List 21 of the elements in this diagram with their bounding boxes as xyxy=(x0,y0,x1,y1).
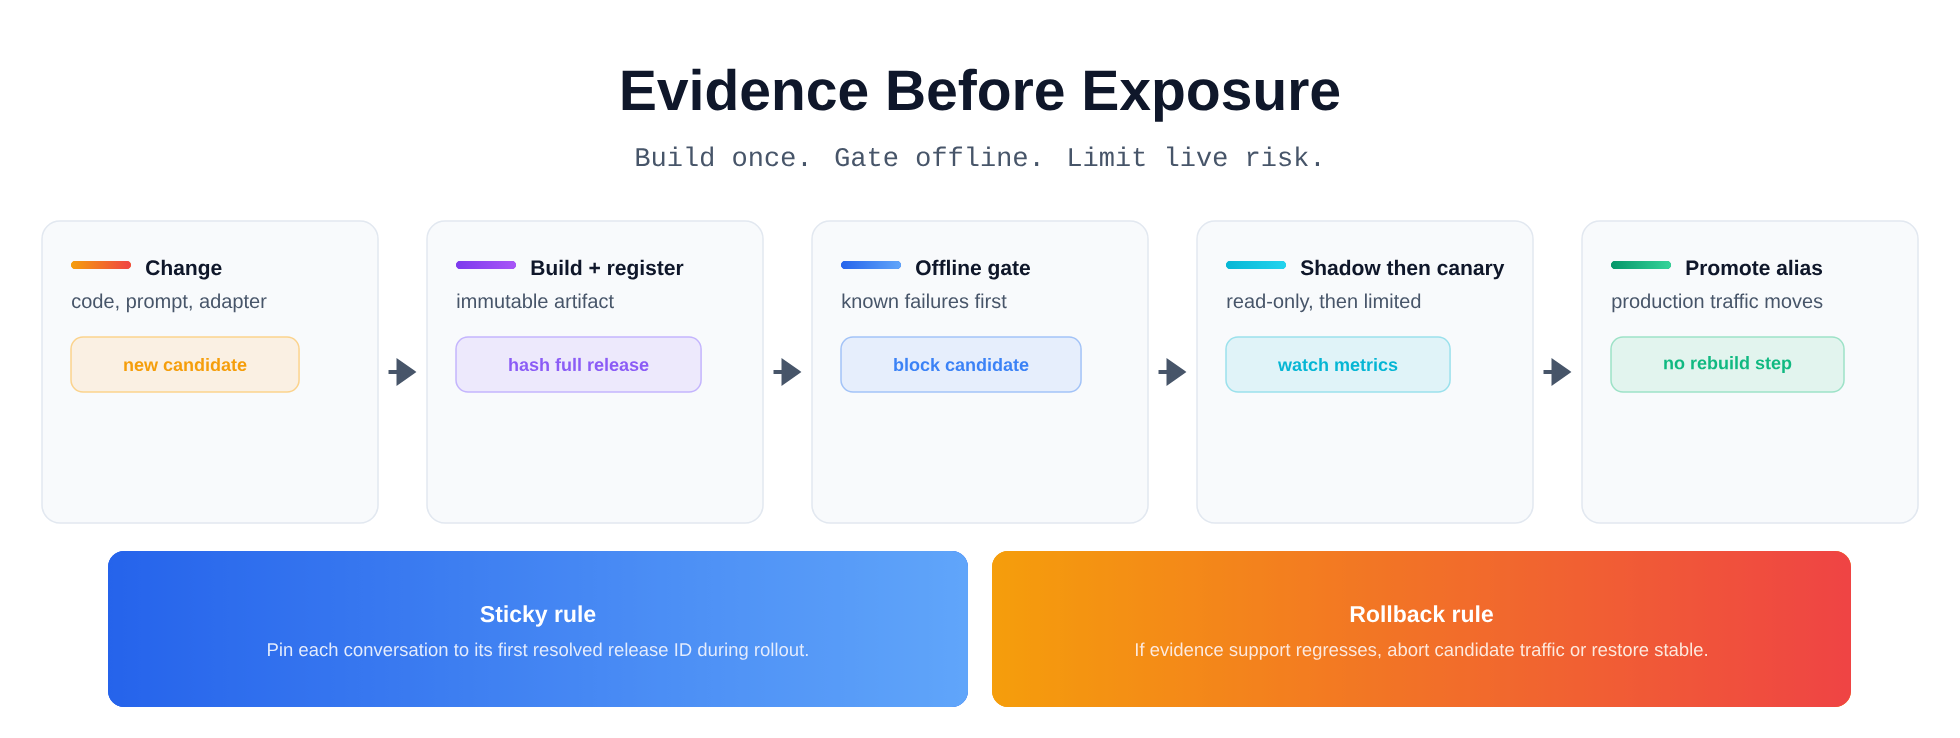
panel-title: Rollback rule xyxy=(1350,605,1493,623)
card-text: immutable artifact xyxy=(457,293,614,309)
title: Evidence Before Exposure xyxy=(622,68,1340,122)
tag-pill: watch metrics xyxy=(1225,336,1451,393)
card-title: Promote alias xyxy=(1686,259,1823,276)
card-text: code, prompt, adapter xyxy=(72,293,267,313)
card-text: read-only, then limited xyxy=(1227,293,1421,313)
card-text: known failures first xyxy=(842,293,1007,309)
tag-pill: new candidate xyxy=(70,336,300,393)
tag-pill: no rebuild step xyxy=(1610,336,1845,393)
card-title: Build + register xyxy=(531,259,684,280)
tag-pill: block candidate xyxy=(840,336,1082,393)
tag-pill: hash full release xyxy=(455,336,702,393)
card-title: Shadow then canary xyxy=(1300,259,1505,280)
subtitle: Build once. Gate offline. Limit live risk. xyxy=(636,146,1319,167)
panel-text: Pin each conversation to its first resolved release ID during rollout. xyxy=(268,642,808,660)
card-title: Change xyxy=(146,259,222,280)
card-title: Offline gate xyxy=(916,259,1030,280)
card-text: production traffic moves xyxy=(1612,293,1823,313)
panel-text: If evidence support regresses, abort candidate traffic or restore stable. xyxy=(1135,642,1707,660)
panel-title: Sticky rule xyxy=(480,605,596,627)
